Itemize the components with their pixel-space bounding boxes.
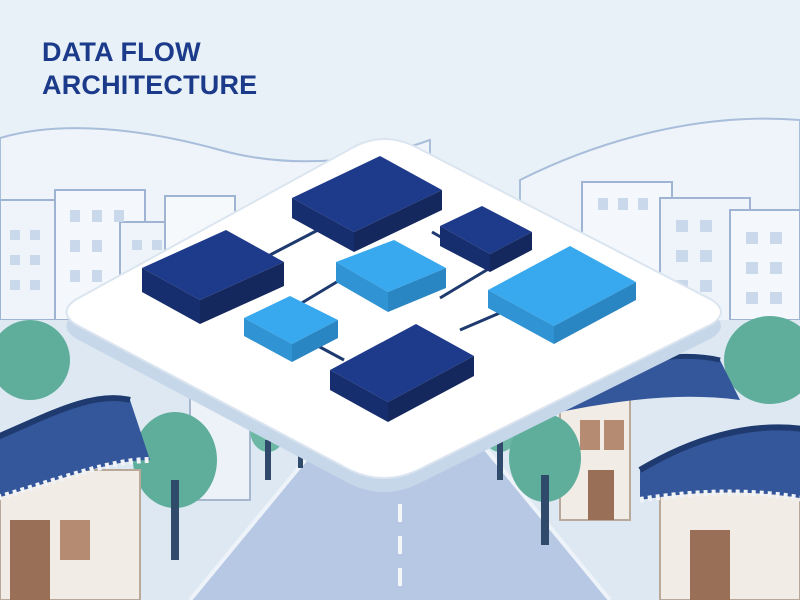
tree-6 [724,316,800,404]
connector-7 [459,310,503,332]
node-right-light [488,246,636,344]
hanok-left [0,395,151,600]
node-top-dark [292,156,442,252]
tree-5 [509,414,581,545]
connector-6 [317,344,345,362]
title-line-1-text: DATA FLOW [42,37,201,67]
tree-7 [0,320,70,400]
node-center-light [336,240,446,312]
connector-4 [299,278,341,306]
hanok-right [558,353,800,600]
node-left-dark [142,230,284,324]
node-bottom-dark [330,324,474,422]
diagram-title-overlay: DATA FLOW ARCHITECTURE [42,36,257,102]
road-edge-right [468,428,612,600]
connector-5 [439,266,491,300]
node-upper-right-dark [440,206,532,272]
tree-1 [133,412,217,560]
title-line-2-text: ARCHITECTURE [42,70,258,100]
node-left-light [244,296,338,362]
connector-1 [269,228,319,257]
